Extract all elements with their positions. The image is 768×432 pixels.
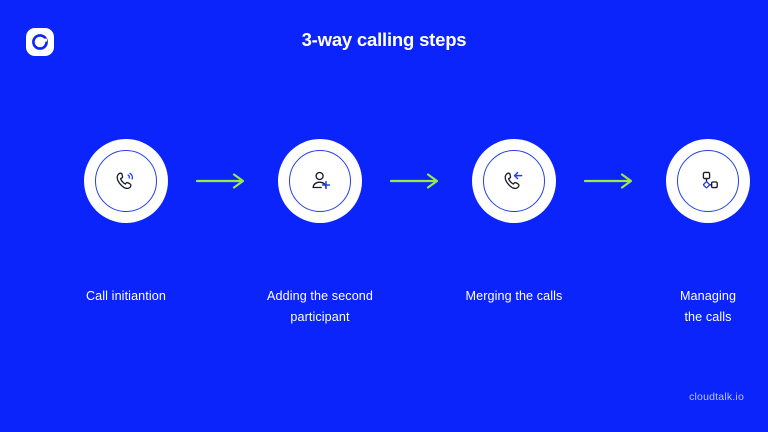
node-network-icon [693,166,723,196]
step-adding-second-participant: Adding the second participant [250,139,390,328]
step-call-initiation: Call initiantion [56,139,196,307]
step-2-ring [289,150,351,212]
step-2-bubble [278,139,362,223]
page-title: 3-way calling steps [301,29,467,50]
logo-c-icon [31,33,49,51]
step-1-bubble [84,139,168,223]
step-2-label: Adding the second participant [266,289,374,324]
arrow-step-2-to-3 [390,170,444,192]
step-3-ring [483,150,545,212]
phone-call-incoming-icon [499,166,529,196]
step-3-bubble [472,139,556,223]
arrow-step-3-to-4 [584,170,638,192]
step-1-label: Call initiantion [85,289,166,303]
step-3-label: Merging the calls [465,289,563,303]
step-merging-the-calls: Merging the calls [444,139,584,307]
step-managing-the-calls: Managing the calls [638,139,768,328]
step-4-bubble [666,139,750,223]
step-4-label: Managing the calls [679,289,737,324]
step-1-ring [95,150,157,212]
steps-row: Call initiantion [56,139,750,328]
watermark: cloudtalk.io [689,391,744,403]
step-4-ring [677,150,739,212]
phone-call-outgoing-icon [111,166,141,196]
cloudtalk-logo [26,28,54,56]
add-person-icon [305,166,335,196]
arrow-step-1-to-2 [196,170,250,192]
